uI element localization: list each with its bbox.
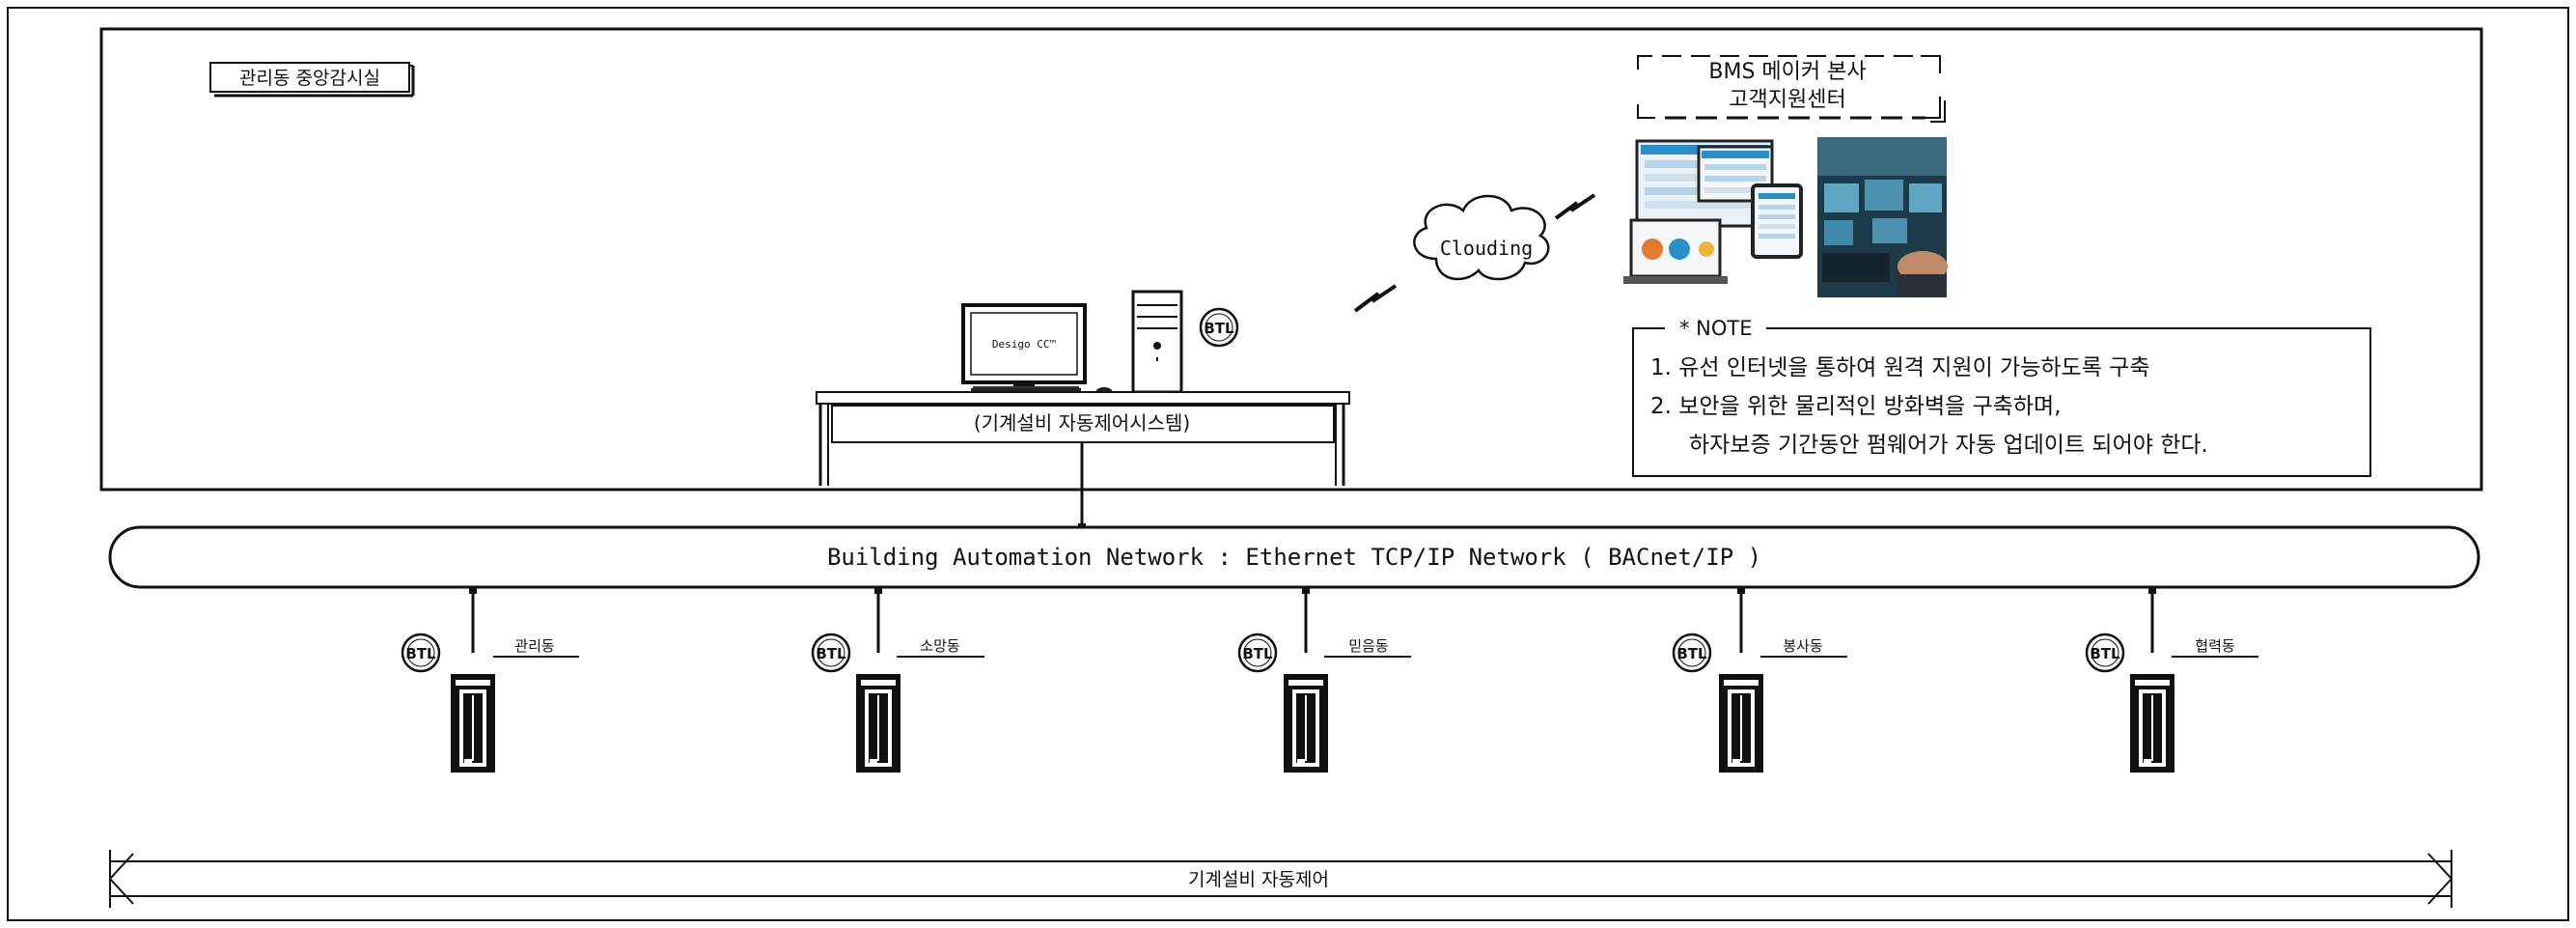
svg-text:BTL: BTL [1204, 320, 1234, 337]
btl-badge: BTL [816, 645, 846, 662]
bms-center-line1: BMS 메이커 본사 [1708, 60, 1866, 84]
wireless-link-icon [1554, 193, 1596, 220]
monitor-brand: Desigo CC™ [992, 338, 1056, 351]
btl-badge: BTL [405, 645, 436, 662]
control-room-box [99, 27, 2483, 492]
room-label-text: 관리동 중앙감시실 [239, 68, 380, 89]
bms-center-line2: 고객지원센터 [1729, 88, 1845, 112]
controller-label: 관리동 [514, 637, 555, 655]
outer-frame [7, 7, 2569, 921]
wireless-link-icon [1353, 284, 1398, 313]
note-item-2: 2. 보안을 위한 물리적인 방화벽을 구축하며, [1650, 394, 2062, 419]
note-title: * NOTE [1679, 317, 1753, 340]
note-item-1: 1. 유선 인터넷을 통하여 원격 지원이 가능하도록 구축 [1650, 355, 2149, 380]
desk-label: (기계설비 자동제어시스템) [974, 411, 1190, 435]
controller-label: 봉사동 [1783, 637, 1823, 655]
controller-node: BTL 협력동 [2085, 586, 2258, 773]
btl-badge: BTL [1676, 645, 1707, 662]
controller-node: BTL 소망동 [811, 586, 984, 773]
support-devices-image [1623, 139, 1803, 284]
bms-center-box: BMS 메이커 본사 고객지원센터 [1637, 55, 1946, 123]
note-item-3: 하자보증 기간동안 펌웨어가 자동 업데이트 되어야 한다. [1689, 433, 2208, 458]
network-label: Building Automation Network : Ethernet T… [827, 544, 1761, 571]
pc-tower-icon [1131, 290, 1183, 394]
operator-photo [1817, 137, 1948, 297]
controller-label: 소망동 [920, 637, 960, 655]
controller-node: BTL 봉사동 [1672, 586, 1847, 773]
scope-arrow: 기계설비 자동제어 [108, 850, 2453, 908]
controller-node: BTL 믿음동 [1237, 586, 1411, 773]
btl-badge: BTL [1242, 645, 1273, 662]
controller-label: 믿음동 [1348, 637, 1389, 655]
room-label: 관리동 중앙감시실 [209, 62, 415, 98]
operator-desk: (기계설비 자동제어시스템) [816, 391, 1350, 486]
cloud-label: Clouding [1440, 237, 1533, 260]
monitor-icon: Desigo CC™ [961, 303, 1087, 394]
btl-badge-workstation: BTL [1199, 307, 1239, 348]
btl-badge: BTL [2090, 645, 2120, 662]
note-box: * NOTE 1. 유선 인터넷을 통하여 원격 지원이 가능하도록 구축 2.… [1632, 317, 2371, 477]
controller-node: BTL 관리동 [401, 586, 579, 773]
cloud-icon: Clouding [1413, 194, 1550, 281]
controller-label: 협력동 [2195, 637, 2235, 655]
network-bus: Building Automation Network : Ethernet T… [108, 525, 2480, 589]
scope-label: 기계설비 자동제어 [1188, 869, 1329, 890]
